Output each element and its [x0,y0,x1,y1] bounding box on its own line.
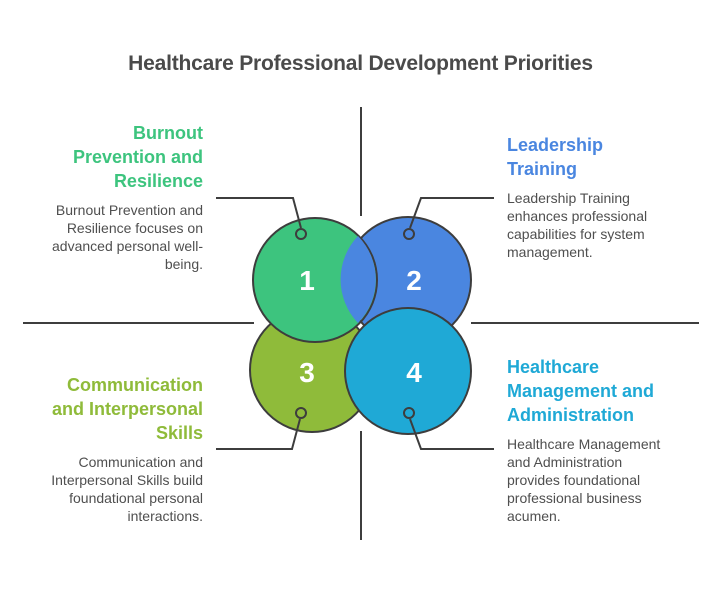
heading-line: and Interpersonal [51,399,203,419]
connector-3 [216,418,301,450]
circle-number-4: 4 [406,357,422,388]
circle-number-1: 1 [299,265,315,296]
heading-line: Skills [155,423,203,443]
heading-line: Communication [66,375,203,395]
circle-4[interactable] [344,307,472,435]
heading-line: Burnout [133,123,203,143]
heading-line: Leadership [507,135,604,155]
heading-line: Administration [507,405,635,425]
item-1: Burnout Prevention and Resilience Burnou… [20,121,203,273]
item-2-heading: Leadership Training [507,133,687,181]
item-3-description: Communication and Interpersonal Skills b… [51,454,203,524]
item-3: Communication and Interpersonal Skills C… [20,373,203,525]
heading-line: Training [507,159,578,179]
connector-2 [409,197,494,229]
connector-4 [409,418,494,450]
heading-line: Prevention and [72,147,203,167]
marker-ring-1-icon [295,228,307,240]
circle-1[interactable] [252,217,378,343]
item-2: Leadership Training Leadership Training … [507,133,687,261]
page-title: Healthcare Professional Development Prio… [128,52,593,75]
item-4-description: Healthcare Management and Administration… [507,436,661,524]
heading-line: Resilience [113,171,203,191]
item-4-heading: Healthcare Management and Administration [507,355,677,427]
circle-number-2: 2 [406,265,422,296]
heading-line: Management and [507,381,655,401]
marker-ring-4-icon [403,407,415,419]
item-2-description: Leadership Training enhances professiona… [507,190,648,260]
item-4: Healthcare Management and Administration… [507,355,677,525]
connector-1 [216,197,302,229]
marker-ring-3-icon [295,407,307,419]
heading-line: Healthcare [507,357,600,377]
item-3-heading: Communication and Interpersonal Skills [20,373,203,445]
item-1-heading: Burnout Prevention and Resilience [20,121,203,193]
circle-number-3: 3 [299,357,315,388]
marker-ring-2-icon [403,228,415,240]
item-1-description: Burnout Prevention and Resilience focuse… [52,202,203,272]
